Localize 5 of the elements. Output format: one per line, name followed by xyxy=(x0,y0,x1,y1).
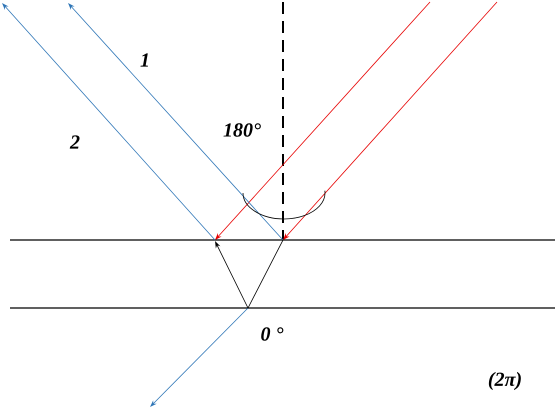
ray-label: 2 xyxy=(70,135,80,149)
phase-label: 180° xyxy=(223,123,261,137)
phase-label: (2π) xyxy=(488,372,521,390)
ray-label: 1 xyxy=(140,53,148,67)
phase-label: 0 ° xyxy=(261,327,284,341)
